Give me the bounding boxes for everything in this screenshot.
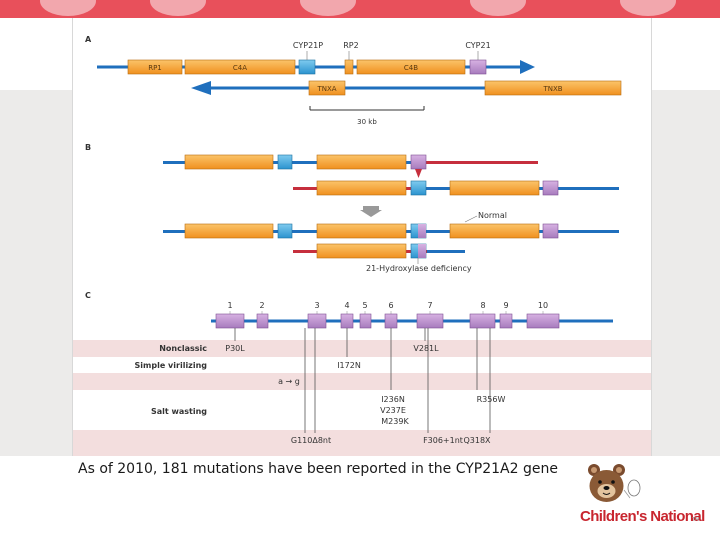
logo-trademark: TM — [692, 517, 700, 523]
label-cyp21: CYP21 — [465, 41, 490, 50]
top-accent-band — [0, 0, 720, 18]
gene-c4b — [356, 59, 466, 75]
mutation-i172n: I172N — [337, 361, 361, 370]
exon-label: 3 — [314, 301, 319, 310]
scale-label: 30 kb — [357, 118, 377, 126]
c4b-label: C4B — [404, 64, 418, 72]
mutation-p30l: P30L — [225, 344, 245, 353]
exon-label: 4 — [344, 301, 349, 310]
gene-tnxa — [308, 80, 346, 96]
exon-label: 9 — [503, 301, 508, 310]
exon-label: 6 — [388, 301, 393, 310]
scale-bar — [309, 106, 425, 111]
gene-b3-c4b — [316, 223, 407, 239]
mutation-g110del8nt: G110Δ8nt — [291, 436, 331, 445]
mutation-i236n: I236N — [381, 395, 405, 404]
exon-10 — [526, 313, 560, 329]
tnxa-label: TNXA — [316, 85, 336, 93]
mutation-ag: a → g — [278, 377, 300, 386]
gene-b3-c4a — [184, 223, 274, 239]
gene-rp2 — [344, 59, 354, 75]
row-label-salt-wasting: Salt wasting — [151, 407, 207, 416]
exon-label: 8 — [480, 301, 485, 310]
exon-label: 5 — [362, 301, 367, 310]
gene-b3-cyp21p — [277, 223, 293, 239]
row-label-nonclassic: Nonclassic — [159, 344, 207, 353]
row-ag-band — [73, 373, 651, 390]
gene-diagram-figure: A CYP21P RP2 CYP21 RP1 C4A C4B TNXA TNXB… — [72, 18, 652, 456]
gene-b1-c4b — [316, 154, 407, 170]
slide-caption: As of 2010, 181 mutations have been repo… — [78, 461, 558, 477]
cyp21a2-strand — [211, 319, 613, 323]
lower-strand — [191, 81, 621, 95]
gene-b2-c4 — [316, 180, 407, 196]
deficiency-label: 21-Hydroxylase deficiency — [366, 264, 472, 273]
row-label-simple-virilizing: Simple virilizing — [135, 361, 208, 370]
gene-c4a — [184, 59, 296, 75]
gene-b1-cyp21p — [277, 154, 293, 170]
mutation-leaders — [234, 328, 491, 433]
row-bottom-band — [73, 430, 651, 456]
gene-b3-cyp21 — [542, 223, 559, 239]
exon-7 — [416, 313, 444, 329]
exon-2 — [256, 313, 269, 329]
mutation-v281l: V281L — [413, 344, 439, 353]
exon-label: 7 — [427, 301, 432, 310]
exon-4 — [340, 313, 354, 329]
row-nonclassic-band — [73, 340, 651, 357]
label-rp2: RP2 — [343, 41, 358, 50]
mutation-m239k: M239K — [381, 417, 409, 426]
exon-label: 1 — [227, 301, 232, 310]
gene-cyp21 — [469, 59, 487, 75]
gene-b4-c4 — [316, 243, 407, 259]
panel-c-label: C — [85, 291, 91, 300]
mutation-f306-1nt: F306+1nt — [423, 436, 463, 445]
gene-b1-cyp21 — [410, 154, 427, 170]
mutation-q318x: Q318X — [463, 436, 491, 445]
gene-b2-cyp21b — [542, 180, 559, 196]
gene-cyp21p — [298, 59, 316, 75]
childrens-national-logo — [588, 464, 641, 502]
c4a-label: C4A — [233, 64, 247, 72]
crossover-arrow — [415, 169, 422, 178]
gene-b3-c4c — [449, 223, 540, 239]
exon-9 — [499, 313, 513, 329]
tnxb-label: TNXB — [542, 85, 562, 93]
gene-tnxb — [484, 80, 622, 96]
down-arrow — [360, 206, 382, 217]
rp1-label: RP1 — [148, 64, 162, 72]
panel-b-label: B — [85, 143, 91, 152]
gene-b2-c4b — [449, 180, 540, 196]
exon-5 — [359, 313, 372, 329]
exon-3 — [307, 313, 327, 329]
label-cyp21p: CYP21P — [293, 41, 323, 50]
gene-rp1 — [127, 59, 183, 75]
panel-a-label: A — [85, 35, 92, 44]
exons — [215, 313, 560, 329]
exon-label: 10 — [538, 301, 548, 310]
exon-6 — [384, 313, 398, 329]
gene-b2-cyp21 — [410, 180, 427, 196]
exon-label: 2 — [259, 301, 264, 310]
bear-mascot-icon — [588, 464, 641, 502]
exon-8 — [469, 313, 496, 329]
mutation-r356w: R356W — [477, 395, 506, 404]
normal-label: Normal — [478, 211, 507, 220]
gene-b1-c4 — [184, 154, 274, 170]
exon-1 — [215, 313, 245, 329]
mutation-v237e: V237E — [380, 406, 406, 415]
logo-wordmark: Children's National — [580, 508, 705, 525]
